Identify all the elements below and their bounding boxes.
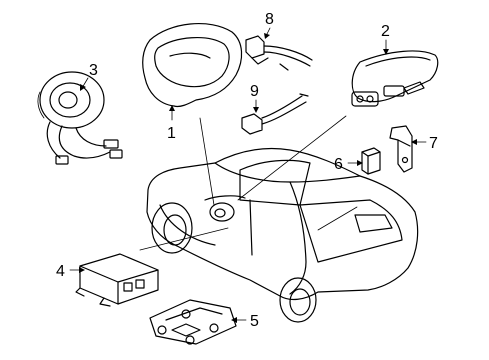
callout-8: 8 <box>265 11 274 28</box>
control-module-part <box>75 253 159 307</box>
callout-9: 9 <box>250 83 259 100</box>
callout-arrows <box>69 27 427 323</box>
harness-9-part <box>241 93 309 135</box>
clock-spring-part <box>37 71 123 165</box>
passenger-airbag-part <box>351 50 439 107</box>
steering-airbag-part <box>142 22 243 108</box>
callout-5: 5 <box>250 313 259 330</box>
callout-3: 3 <box>89 62 98 79</box>
leader-lines <box>139 115 358 251</box>
mount-bracket-part <box>389 125 413 173</box>
callout-labels: 1 2 3 4 5 6 7 8 9 <box>56 11 438 330</box>
callout-6: 6 <box>334 156 343 173</box>
callout-2: 2 <box>381 23 390 40</box>
bracket-plate-part <box>149 299 237 345</box>
callout-1: 1 <box>167 125 176 142</box>
sensor-part <box>361 147 381 175</box>
callout-4: 4 <box>56 263 65 280</box>
vehicle-outline <box>146 147 419 323</box>
harness-8-part <box>245 35 313 71</box>
callout-7: 7 <box>429 135 438 152</box>
